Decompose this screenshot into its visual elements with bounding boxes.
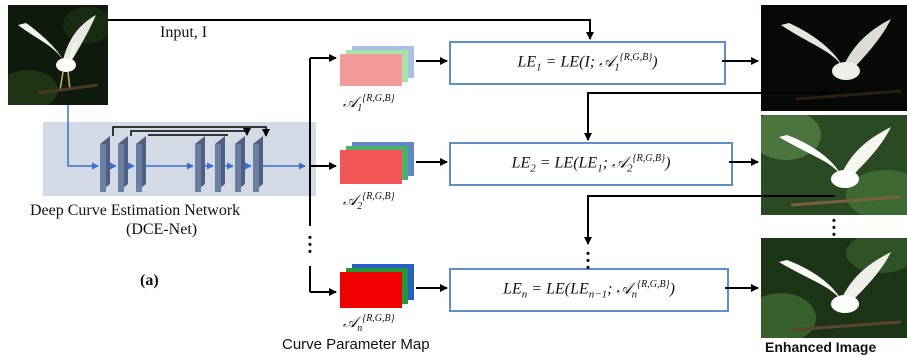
param-map-label-2: 𝒜2{R,G,B} (343, 191, 395, 212)
enhanced-image-label: Enhanced Image (765, 339, 877, 355)
enhanced-image-n (761, 238, 907, 338)
le-equation-n: LEn = LE(LEn−1; 𝒜n{R,G,B}) (503, 279, 675, 301)
dce-net-title: Deep Curve Estimation Network (30, 202, 241, 219)
le-box-1: LE1 = LE(I; 𝒜1{R,G,B}) (449, 41, 726, 85)
dce-net-subtitle: (DCE-Net) (126, 221, 198, 238)
ellipsis-le: ··· (584, 243, 592, 279)
le-equation-2: LE2 = LE(LE1; 𝒜2{R,G,B}) (511, 153, 671, 175)
param-map-1 (340, 46, 416, 94)
ellipsis-enhanced: ··· (830, 210, 838, 246)
param-map-n-r-layer (340, 272, 402, 308)
param-map-2 (340, 142, 416, 190)
param-map-1-r-layer (340, 54, 402, 86)
ellipsis-branch: ··· (306, 227, 314, 263)
param-map-n (340, 264, 416, 314)
input-image (8, 5, 108, 105)
le-equation-1: LE1 = LE(I; 𝒜1{R,G,B}) (517, 52, 658, 74)
enhanced-image-1 (761, 5, 907, 111)
param-map-label-n: 𝒜n{R,G,B} (343, 313, 395, 334)
param-map-label-1: 𝒜1{R,G,B} (343, 93, 395, 114)
le-box-n: LEn = LE(LEn−1; 𝒜n{R,G,B}) (449, 268, 729, 312)
dce-net-panel (43, 122, 316, 196)
panel-label: (a) (140, 272, 159, 289)
param-map-2-r-layer (340, 150, 402, 184)
enhanced-image-2 (761, 115, 907, 215)
le-box-2: LE2 = LE(LE1; 𝒜2{R,G,B}) (449, 142, 733, 186)
input-label: Input, I (160, 24, 208, 41)
curve-parameter-map-label: Curve Parameter Map (282, 336, 430, 353)
